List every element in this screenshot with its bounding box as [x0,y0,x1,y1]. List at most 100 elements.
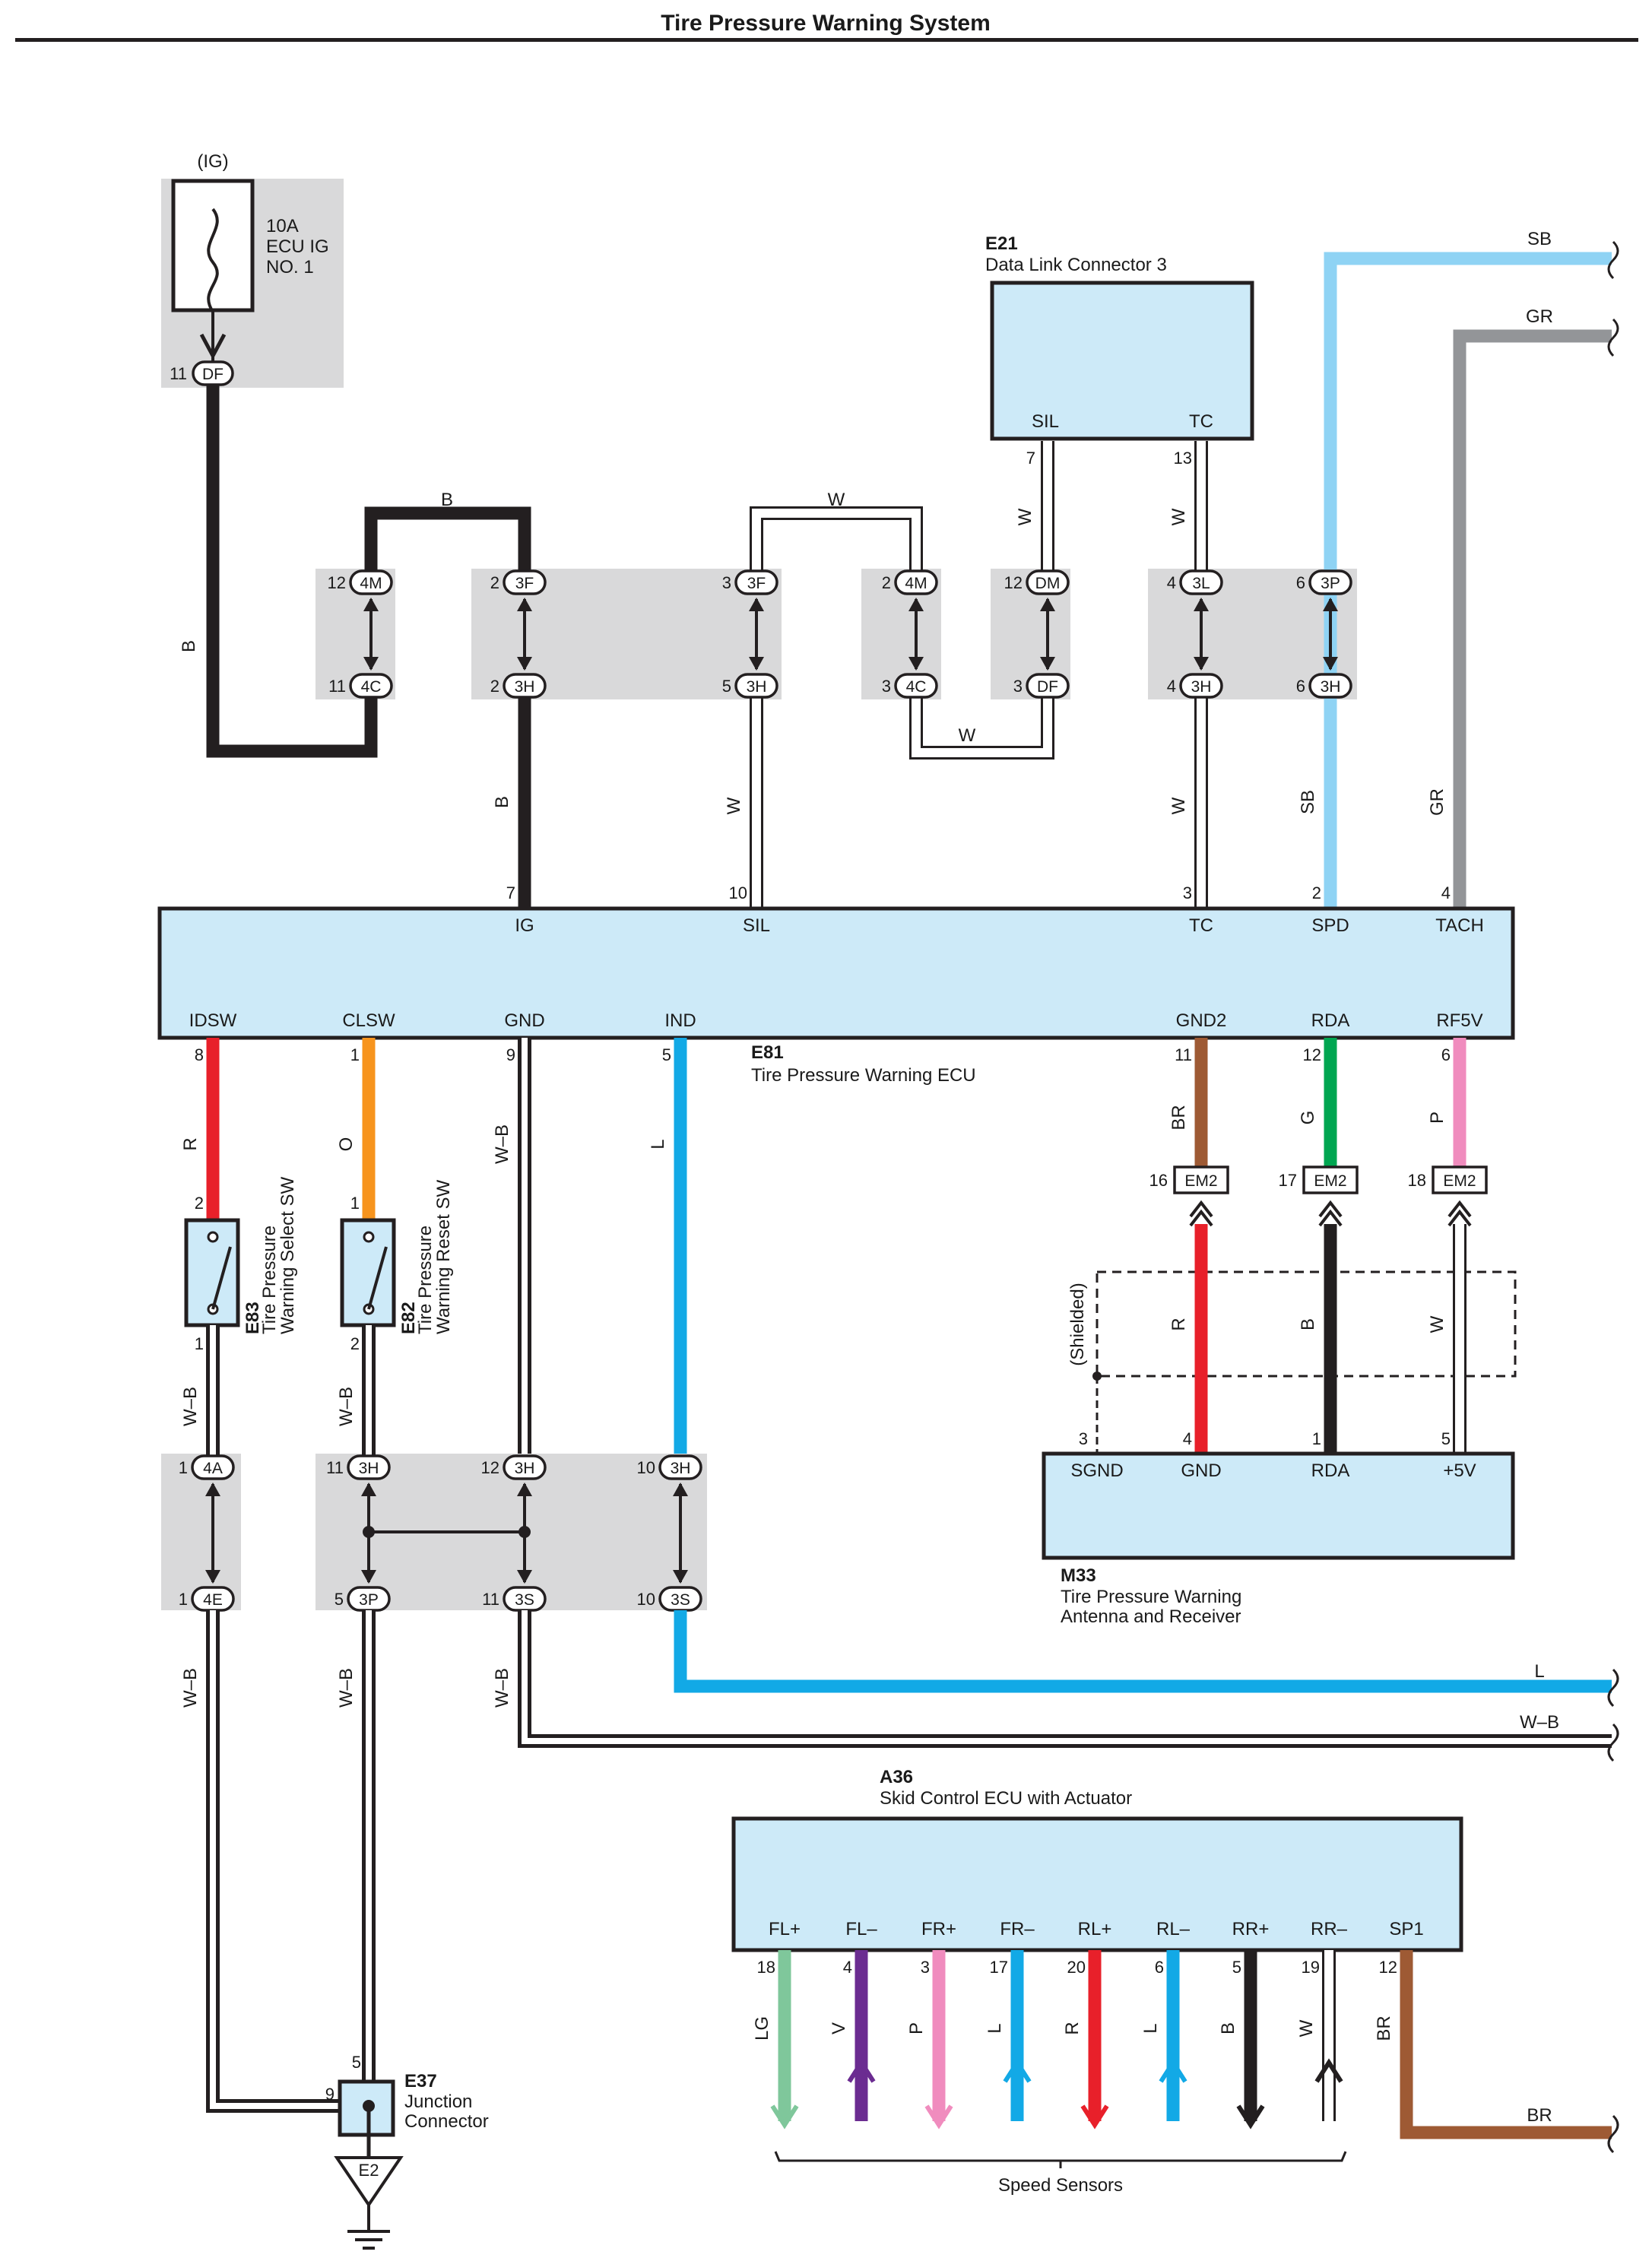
upper-connector-top [734,569,778,595]
select-switch [184,1218,240,1327]
ecu-top-pin-label: SPD [1311,915,1349,936]
switch-pin: 2 [195,1194,204,1213]
wire-color-label: L [1534,1661,1544,1682]
skid-code: A36 [880,1767,913,1787]
upper-connector-bottom-pin: 4 [1167,677,1176,696]
sensor-arrow-icon [847,2058,876,2083]
wire-color-label: B [1218,2022,1238,2034]
wire-color-label: W [1427,1315,1447,1333]
upper-connector-bottom [1308,673,1352,699]
ground-symbol-icon [334,2156,404,2208]
wb-wire-switches [206,1325,376,1475]
lower-connector-top-pin: 10 [637,1458,655,1477]
skid-pin-label: SP1 [1389,1919,1423,1939]
wire-color-label: BR [1527,2105,1552,2126]
fuse-name-line2: NO. 1 [266,257,314,277]
ecu-bottom-pin-number: 9 [506,1045,515,1064]
upper-connector-top [503,569,547,595]
wire-color-label: W [1168,797,1189,814]
upper-connector-bottom-label: 3H [515,678,535,696]
switch-name-line2: Warning Select SW [277,1176,298,1334]
skid-pin-label: RL+ [1078,1919,1112,1939]
b-wire-left [206,385,378,758]
upper-connector-pairs: 4M124C113F23H23F33H54M24C3DM12DF33L43H43… [328,569,1352,699]
fuse-connector-label: DF [202,366,224,383]
wire-color-label: R [1168,1318,1189,1330]
receiver-pin-label: RDA [1311,1460,1350,1481]
wire-color-label: L [985,2023,1005,2033]
ecu-bottom-pin-number: 8 [195,1045,204,1064]
upper-connector-bottom-label: DF [1037,678,1058,696]
sb-wire [1324,252,1612,909]
upper-connector-top-pin: 12 [1004,573,1023,592]
skid-pin-label: FL– [845,1919,877,1939]
ecu-top-pin-label: IG [515,915,534,936]
receiver-name-line1: Tire Pressure Warning [1061,1587,1241,1607]
upper-connector-top [1308,569,1352,595]
lower-connector-bottom-pin: 11 [482,1590,499,1609]
skid-pin-label: RR+ [1232,1919,1270,1939]
lower-connector-bottom-label: 3S [515,1591,534,1609]
ecu-top-pin-number: 7 [506,883,515,902]
receiver-name-line2: Antenna and Receiver [1061,1606,1241,1627]
lower-connector-top [503,1454,547,1480]
br-wire-sp1 [1400,1950,1612,2139]
ecu-code: E81 [751,1042,784,1063]
lower-connector-bottom-label: 3P [359,1591,379,1609]
fuse-rating: 10A [266,216,299,236]
ecu-bottom-pin-number: 1 [350,1045,360,1064]
upper-connector-top-label: 4M [905,575,927,592]
ecu-bottom-pin-label: RF5V [1436,1010,1482,1031]
wb-wire-right [518,1610,1612,1748]
fuse-source: (IG) [197,151,228,172]
upper-connector-bottom [1026,673,1070,699]
dlc-name: Data Link Connector 3 [985,255,1167,275]
upper-connector-bottom-pin: 11 [328,677,346,696]
upper-connector-top-label: 4M [360,575,382,592]
ground-code: E2 [359,2161,379,2180]
lower-connector-bottom-pin: 1 [179,1590,188,1609]
wire-break-icon [1607,2114,1619,2154]
upper-connector-top-label: 3F [747,575,766,592]
wire-color-label: W [959,725,976,746]
upper-connector-top-label: DM [1035,575,1061,592]
lower-connector-top [191,1454,235,1480]
wire-color-label: R [1062,2022,1083,2034]
upper-connector-top-pin: 3 [722,573,731,592]
upper-connector-bottom [349,673,393,699]
ecu-bottom-pin-label: IDSW [189,1010,237,1031]
wire-color-label: SB [1298,790,1318,814]
receiver-code: M33 [1061,1565,1096,1586]
lower-connector-top-pin: 12 [481,1458,499,1477]
skid-pin-label: RL– [1156,1919,1191,1939]
dlc-pin-label: SIL [1032,411,1059,432]
fuse-name-line1: ECU IG [266,236,329,257]
receiver-pin-number: 3 [1079,1429,1088,1448]
upper-connector-bottom-label: 4C [361,678,382,696]
skid-pin-number: 19 [1302,1958,1320,1977]
antenna-receiver [1042,1451,1515,1560]
wire-color-label: SB [1527,229,1552,249]
lower-connector-top-label: 3H [359,1460,379,1477]
ecu-bottom-pin-number: 6 [1441,1045,1451,1064]
em2-connector [1302,1165,1359,1194]
ecu-top-pin-label: TACH [1435,915,1484,936]
dlc-pin-number: 7 [1026,449,1035,468]
lower-connector-bottom-label: 3S [671,1591,690,1609]
upper-connector-top-pin: 2 [882,573,891,592]
skid-pin-number: 12 [1379,1958,1397,1977]
upper-connector-bottom-pin: 2 [490,677,499,696]
w-wire-bridge [909,692,1054,760]
splice-point [518,1526,531,1538]
em2-connector-pin: 16 [1149,1171,1168,1190]
data-link-connector [990,281,1254,441]
ecu-top-pin-number: 4 [1441,883,1451,902]
upper-connector-bottom [894,673,938,699]
dlc-pin-number: 13 [1174,449,1192,468]
skid-pin-number: 3 [921,1958,930,1977]
upper-connector-bottom-pin: 5 [722,677,731,696]
ecu-bottom-pin-label: GND [504,1010,544,1031]
wire-color-label: B [441,490,453,510]
